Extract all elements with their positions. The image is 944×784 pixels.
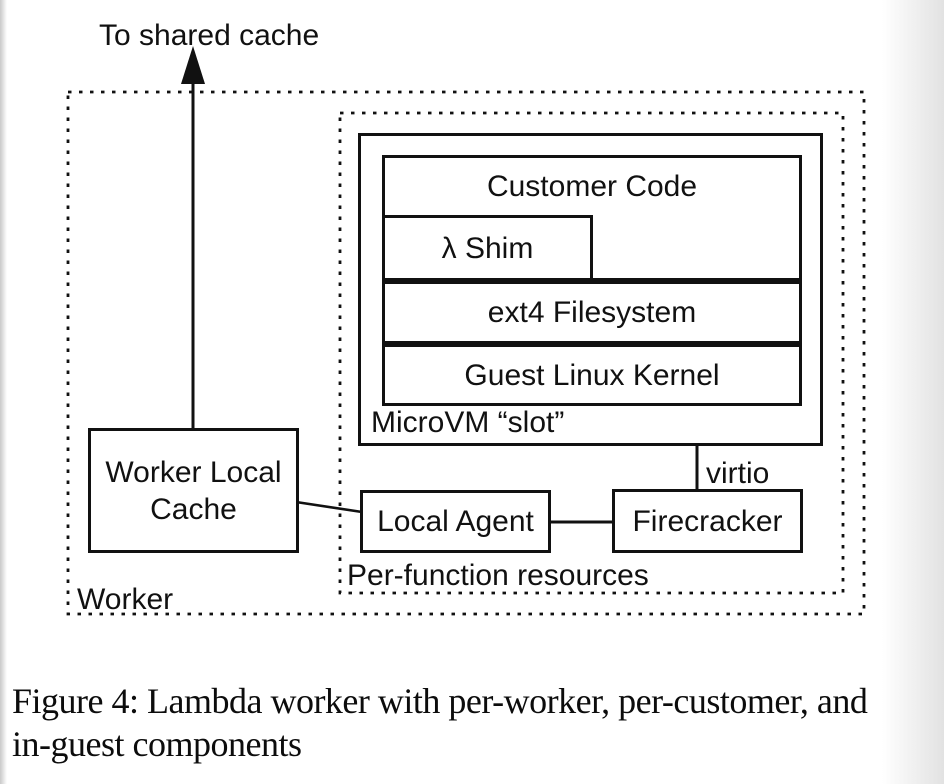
shared-cache-label: To shared cache [99, 19, 320, 52]
worker-group-label: Worker [77, 583, 174, 616]
figure-caption: Figure 4: Lambda worker with per-worker,… [12, 680, 937, 766]
figure-caption-line1: Figure 4: Lambda worker with per-worker,… [12, 681, 868, 721]
local-agent-box: Local Agent [360, 490, 551, 553]
customer-code-box: Customer Code λ Shim [382, 155, 802, 281]
microvm-slot-label: MicroVM “slot” [371, 406, 565, 439]
worker-group-border [66, 90, 866, 616]
guest-linux-kernel-box: Guest Linux Kernel [382, 344, 802, 406]
shared-cache-arrowhead [181, 46, 205, 84]
figure-caption-line2: in-guest components [12, 724, 302, 764]
customer-code-label: Customer Code [486, 170, 698, 203]
lambda-shim-label: λ Shim [441, 231, 534, 265]
lambda-shim-box: λ Shim [382, 215, 593, 281]
cache-agent-connector [295, 500, 363, 514]
diagram-connectors [66, 46, 866, 616]
firecracker-box: Firecracker [612, 489, 803, 553]
per-function-group-border [338, 111, 845, 595]
local-agent-label: Local Agent [377, 505, 534, 538]
firecracker-label: Firecracker [632, 504, 783, 538]
guest-linux-kernel-label: Guest Linux Kernel [464, 358, 720, 392]
per-function-resources-label: Per-function resources [347, 559, 649, 592]
ext4-filesystem-label: ext4 Filesystem [487, 296, 697, 329]
worker-local-cache-box: Worker Local Cache [88, 428, 299, 553]
virtio-label: virtio [706, 457, 770, 490]
ext4-filesystem-box: ext4 Filesystem [382, 281, 802, 344]
worker-local-cache-label: Worker Local Cache [105, 455, 282, 526]
